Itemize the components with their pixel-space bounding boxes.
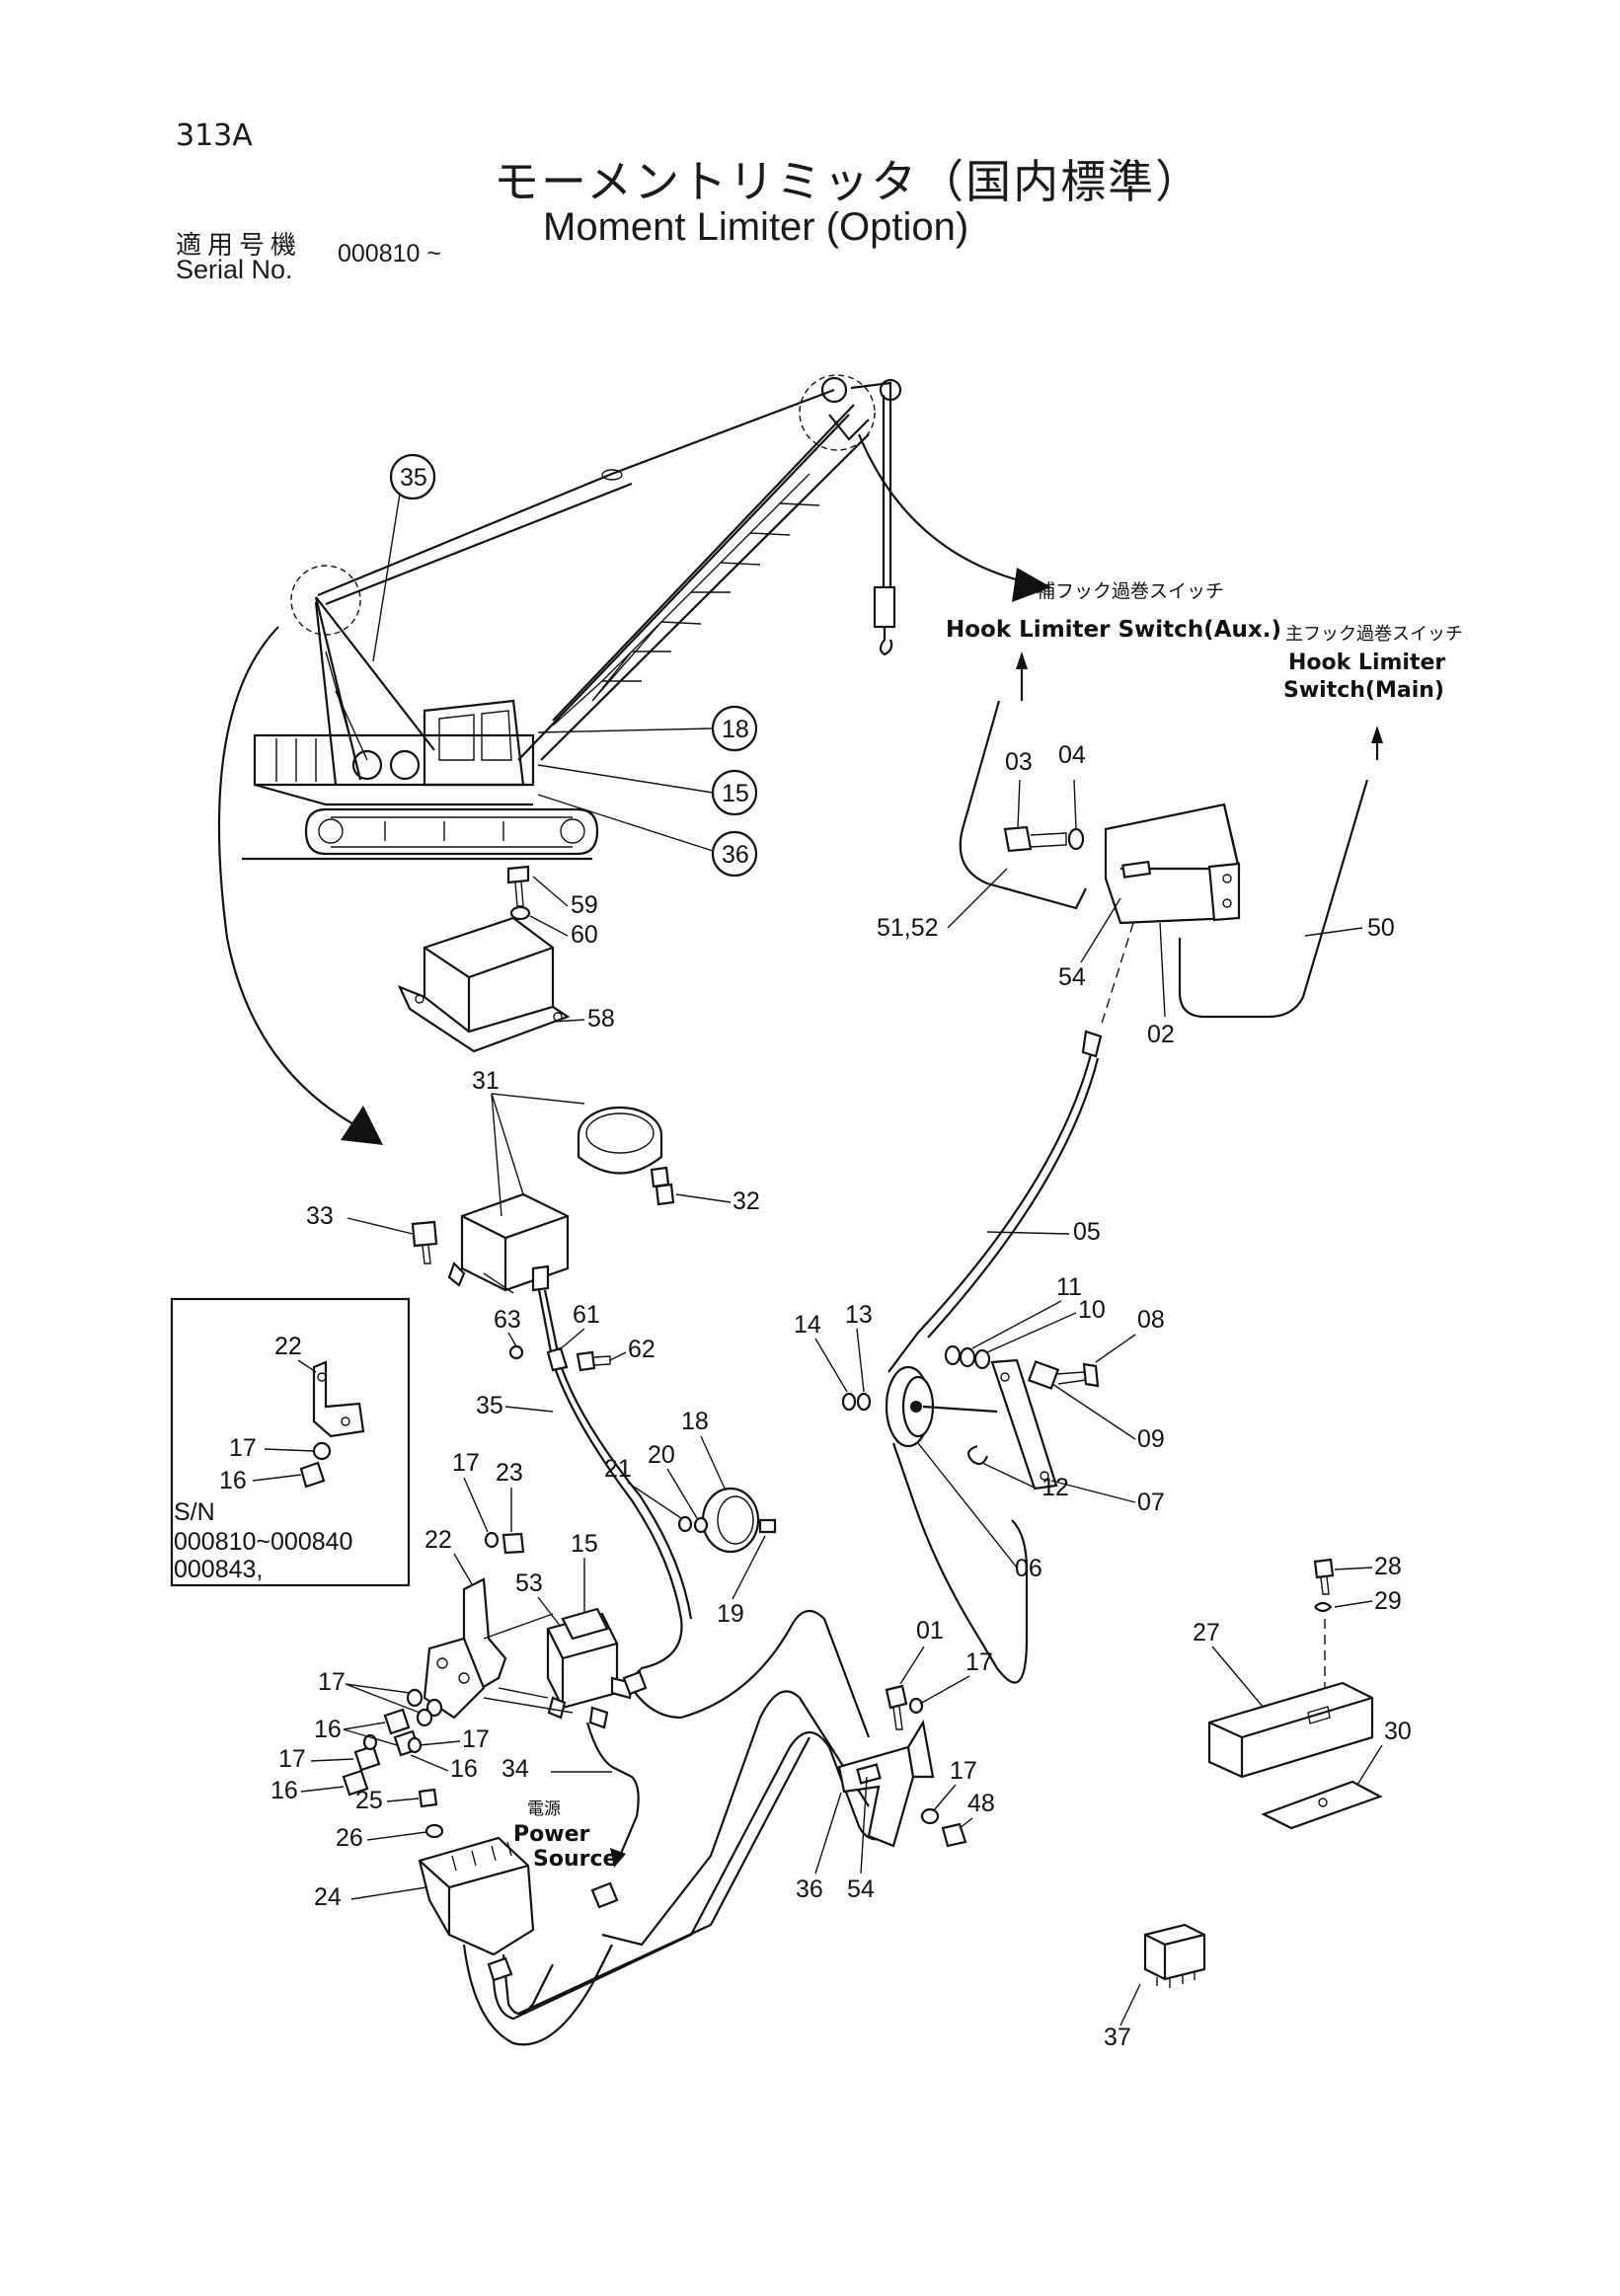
callout-54b: 54 <box>847 1875 875 1903</box>
callout-16d: 16 <box>270 1777 298 1804</box>
callout-27: 27 <box>1193 1619 1220 1646</box>
callout-51-52: 51,52 <box>877 914 939 942</box>
callout-48: 48 <box>967 1790 995 1817</box>
serial-label-english: Serial No. <box>176 255 293 284</box>
serial-label-japanese: 適用号機 <box>176 231 303 261</box>
callout-14: 14 <box>794 1311 821 1339</box>
callout-26: 26 <box>336 1824 363 1852</box>
callout-34: 34 <box>501 1755 529 1783</box>
callout-23: 23 <box>496 1459 523 1487</box>
callout-37: 37 <box>1104 2024 1131 2051</box>
callout-inset-22: 22 <box>274 1333 302 1360</box>
callout-12: 12 <box>1041 1474 1069 1501</box>
power-source-label-en-2: Source <box>533 1847 617 1872</box>
callout-60: 60 <box>571 921 598 949</box>
callout-22b: 22 <box>424 1526 452 1554</box>
hook-main-label-jp: 主フック過巻スイッチ <box>1285 624 1463 645</box>
overload-cover-assembly: 59 60 58 31 32 <box>306 865 760 1679</box>
title-japanese: モーメントリミッタ（国内標準） <box>494 155 1203 208</box>
callout-crane-35: 35 <box>400 464 427 492</box>
callout-63: 63 <box>494 1306 521 1334</box>
callout-01: 01 <box>916 1617 944 1645</box>
callout-17c: 17 <box>318 1668 346 1696</box>
callout-35: 35 <box>476 1392 503 1419</box>
callout-10: 10 <box>1078 1296 1106 1324</box>
callout-62: 62 <box>628 1336 656 1363</box>
callout-02: 02 <box>1147 1021 1175 1048</box>
callout-50: 50 <box>1367 914 1395 942</box>
hook-main-label-en-1: Hook Limiter <box>1288 651 1445 675</box>
power-source-label-en-1: Power <box>513 1822 589 1847</box>
hook-main-label-en-2: Switch(Main) <box>1283 678 1444 703</box>
callout-18: 18 <box>681 1408 709 1435</box>
callout-inset-16: 16 <box>219 1467 247 1494</box>
control-unit-assembly: 17 23 18 21 20 19 22 <box>270 1408 889 2046</box>
inset-sn-range: 000810~000840 <box>174 1528 352 1556</box>
serial-number-value: 000810 ~ <box>338 240 441 268</box>
callout-54a: 54 <box>1058 963 1086 991</box>
callout-58: 58 <box>587 1005 615 1033</box>
callout-32: 32 <box>733 1187 760 1215</box>
callout-17d: 17 <box>462 1725 490 1753</box>
callout-03: 03 <box>1005 748 1033 776</box>
hook-aux-label-en: Hook Limiter Switch(Aux.) <box>946 617 1281 643</box>
callout-04: 04 <box>1058 741 1086 769</box>
callout-15: 15 <box>571 1530 598 1558</box>
storage-box-assembly: 28 29 27 30 37 <box>1104 1553 1412 2051</box>
callout-05: 05 <box>1073 1218 1101 1246</box>
page-code: 313A <box>176 118 253 153</box>
load-detector-assembly: 05 11 10 08 <box>794 1030 1165 1684</box>
callout-25: 25 <box>355 1787 383 1814</box>
callout-29: 29 <box>1374 1587 1402 1615</box>
callout-crane-36: 36 <box>722 841 749 869</box>
inset-box: 22 17 16 S/N 000810~000840 000843, <box>170 1297 411 1587</box>
callout-08: 08 <box>1137 1306 1165 1334</box>
inset-sn-extra: 000843, <box>174 1556 263 1583</box>
callout-16c: 16 <box>450 1755 478 1783</box>
callout-crane-18: 18 <box>722 716 749 743</box>
callout-17e: 17 <box>278 1745 306 1773</box>
callout-33: 33 <box>306 1202 334 1230</box>
crane-illustration: 35 18 15 36 <box>217 374 1051 1145</box>
hook-aux-label-jp: 補フック過巻スイッチ <box>1037 580 1224 602</box>
callout-24: 24 <box>314 1883 342 1911</box>
callout-30: 30 <box>1384 1718 1412 1745</box>
callout-17f: 17 <box>965 1648 993 1676</box>
mounting-bracket-assembly: 01 17 17 48 36 54 <box>796 1617 995 1903</box>
callout-07: 07 <box>1137 1489 1165 1516</box>
callout-28: 28 <box>1374 1553 1402 1580</box>
callout-31: 31 <box>472 1067 500 1095</box>
callout-06: 06 <box>1015 1555 1042 1582</box>
callout-crane-15: 15 <box>722 780 749 807</box>
callout-19: 19 <box>717 1600 744 1628</box>
callout-36: 36 <box>796 1875 823 1903</box>
callout-13: 13 <box>845 1301 873 1329</box>
callout-inset-17: 17 <box>229 1434 257 1462</box>
inset-sn-label: S/N <box>174 1498 215 1526</box>
power-source-label-jp: 電源 <box>527 1799 561 1819</box>
callout-61: 61 <box>573 1301 600 1329</box>
callout-53: 53 <box>515 1569 543 1597</box>
callout-59: 59 <box>571 891 598 919</box>
callout-17b: 17 <box>452 1449 480 1477</box>
junction-box-assembly: 03 04 51,52 54 02 50 <box>877 700 1395 1048</box>
title-english: Moment Limiter (Option) <box>543 205 969 249</box>
callout-21: 21 <box>604 1455 632 1483</box>
callout-17g: 17 <box>950 1757 977 1785</box>
callout-09: 09 <box>1137 1425 1165 1453</box>
callout-20: 20 <box>648 1441 675 1469</box>
hook-limiter-notes: 補フック過巻スイッチ Hook Limiter Switch(Aux.) 主フッ… <box>946 580 1463 760</box>
callout-16b: 16 <box>314 1716 342 1743</box>
callout-11: 11 <box>1056 1273 1082 1301</box>
